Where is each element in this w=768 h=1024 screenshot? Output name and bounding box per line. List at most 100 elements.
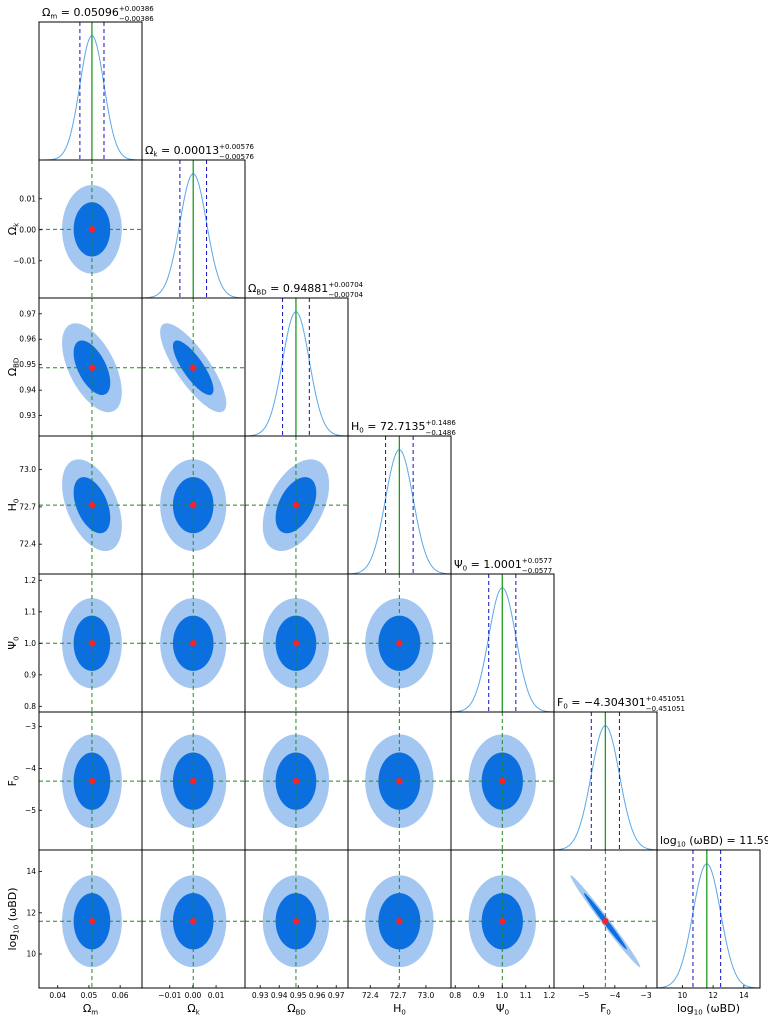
mean-marker-OBD-Psi0 <box>292 640 300 647</box>
mean-marker-Ok-OBD <box>190 364 197 371</box>
xtick-label-Psi0: 0.9 <box>473 991 485 1000</box>
mean-marker-Om-logw <box>88 918 96 925</box>
panel-content <box>39 22 142 160</box>
mean-marker-Ok-logw <box>190 918 197 925</box>
ytick-label-Ok: 0.01 <box>19 194 36 203</box>
xtick-label-Om: 0.04 <box>49 991 66 1000</box>
ylabel-Psi0: Ψ0 <box>6 636 21 649</box>
ytick-label-logw: 12 <box>26 908 36 917</box>
panel-F0-Psi0 <box>450 711 555 851</box>
panel-content <box>348 436 451 574</box>
xtick-label-OBD: 0.95 <box>290 991 307 1000</box>
panel-content <box>451 574 554 712</box>
panel-Om-Om: Ωm = 0.05096+0.00386−0.00386 <box>38 5 154 161</box>
marginal-curve-Om <box>39 35 142 160</box>
ylabel-text-OBD: ΩBD <box>6 358 21 377</box>
ytick-label-Ok: −0.01 <box>13 256 36 265</box>
ytick-label-Ok: 0.00 <box>19 225 36 234</box>
xlabel-Om: Ωm <box>83 1002 98 1017</box>
panel-Psi0-Om: 0.80.91.01.11.2Ψ0 <box>6 573 143 713</box>
title-logw: log10 (ωBD) = 11.59+0.90 <box>660 833 768 849</box>
xtick-label-H0: 72.7 <box>390 991 407 1000</box>
ylabel-logw: log10 (ωBD) <box>6 887 21 950</box>
panel-content <box>657 850 760 988</box>
title-minus-OBD: −0.00704 <box>328 291 363 299</box>
panel-F0-H0 <box>347 711 452 851</box>
ytick-label-H0: 73.0 <box>19 465 36 474</box>
panel-content <box>142 436 245 574</box>
xtick-label-Psi0: 1.1 <box>520 991 532 1000</box>
panel-frame <box>656 849 761 989</box>
mean-marker-Psi0-F0 <box>499 777 506 785</box>
panel-content <box>142 574 245 712</box>
panel-content <box>142 160 245 298</box>
ytick-label-logw: 10 <box>26 950 36 959</box>
mean-marker-H0-logw <box>396 918 403 925</box>
panel-content <box>348 850 451 988</box>
panel-content <box>245 712 348 850</box>
xlabel-H0: H0 <box>393 1002 406 1017</box>
ylabel-OBD: ΩBD <box>6 358 21 377</box>
title-minus-Om: −0.00386 <box>119 15 154 23</box>
title-OBD: ΩBD = 0.94881+0.00704 <box>248 281 364 297</box>
xtick-label-logw: 14 <box>739 991 749 1000</box>
ylabel-Ok: Ωk <box>6 222 21 235</box>
panel-F0-OBD <box>244 711 349 851</box>
mean-marker-Om-H0 <box>88 501 96 509</box>
panel-content <box>39 712 142 850</box>
xtick-label-logw: 10 <box>678 991 688 1000</box>
panel-logw-logw: log10 (ωBD) = 11.59+0.90−0.90101214log10… <box>656 833 768 1017</box>
mean-marker-F0-logw <box>602 918 609 925</box>
mean-marker-OBD-F0 <box>292 777 300 785</box>
panel-H0-OBD <box>244 435 349 575</box>
ytick-label-Psi0: 1.1 <box>24 607 36 616</box>
panel-OBD-Ok <box>141 297 246 437</box>
mean-marker-OBD-logw <box>292 918 300 925</box>
ytick-label-H0: 72.7 <box>19 502 36 511</box>
title-minus-F0: −0.451051 <box>646 705 685 713</box>
ytick-label-OBD: 0.94 <box>19 386 36 395</box>
ylabel-text-Psi0: Ψ0 <box>6 636 21 649</box>
panel-content <box>39 298 142 436</box>
xtick-label-OBD: 0.93 <box>252 991 269 1000</box>
ylabel-text-H0: H0 <box>6 499 21 512</box>
panel-content <box>451 712 554 850</box>
ytick-label-OBD: 0.93 <box>19 411 36 420</box>
panel-H0-Om: 72.472.773.0H0 <box>6 435 143 575</box>
mean-marker-Ok-Psi0 <box>190 640 197 647</box>
panel-Ok-Ok: Ωk = 0.00013+0.00576−0.00576 <box>141 143 255 299</box>
xtick-label-Psi0: 1.2 <box>543 991 555 1000</box>
ytick-label-OBD: 0.97 <box>19 309 36 318</box>
xlabel-F0: F0 <box>600 1002 611 1017</box>
panel-content <box>142 712 245 850</box>
xlabel-logw: log10 (ωBD) <box>677 1002 740 1017</box>
xtick-label-Om: 0.06 <box>112 991 129 1000</box>
ylabel-F0: F0 <box>6 776 21 787</box>
panel-F0-Ok <box>141 711 246 851</box>
ytick-label-Psi0: 0.9 <box>24 670 36 679</box>
title-Ok: Ωk = 0.00013+0.00576 <box>145 143 255 159</box>
xlabel-OBD: ΩBD <box>287 1002 306 1017</box>
title-F0: F0 = −4.304301+0.451051 <box>557 695 685 711</box>
panel-Psi0-Ok <box>141 573 246 713</box>
panel-logw-F0: −5−4−3F0 <box>553 849 658 1017</box>
mean-marker-Om-F0 <box>88 777 96 785</box>
ytick-label-F0: −5 <box>25 806 36 815</box>
panel-content <box>39 160 142 298</box>
panel-content <box>554 850 657 988</box>
xlabel-Psi0: Ψ0 <box>496 1002 509 1017</box>
marginal-curve-logw <box>657 863 760 988</box>
ytick-label-OBD: 0.96 <box>19 335 36 344</box>
ytick-label-Psi0: 1.2 <box>24 576 36 585</box>
xtick-label-F0: −5 <box>578 991 589 1000</box>
ytick-label-logw: 14 <box>26 867 36 876</box>
ytick-label-F0: −3 <box>25 722 36 731</box>
panel-content <box>142 850 245 988</box>
panel-H0-Ok <box>141 435 246 575</box>
ylabel-text-logw: log10 (ωBD) <box>6 887 21 950</box>
